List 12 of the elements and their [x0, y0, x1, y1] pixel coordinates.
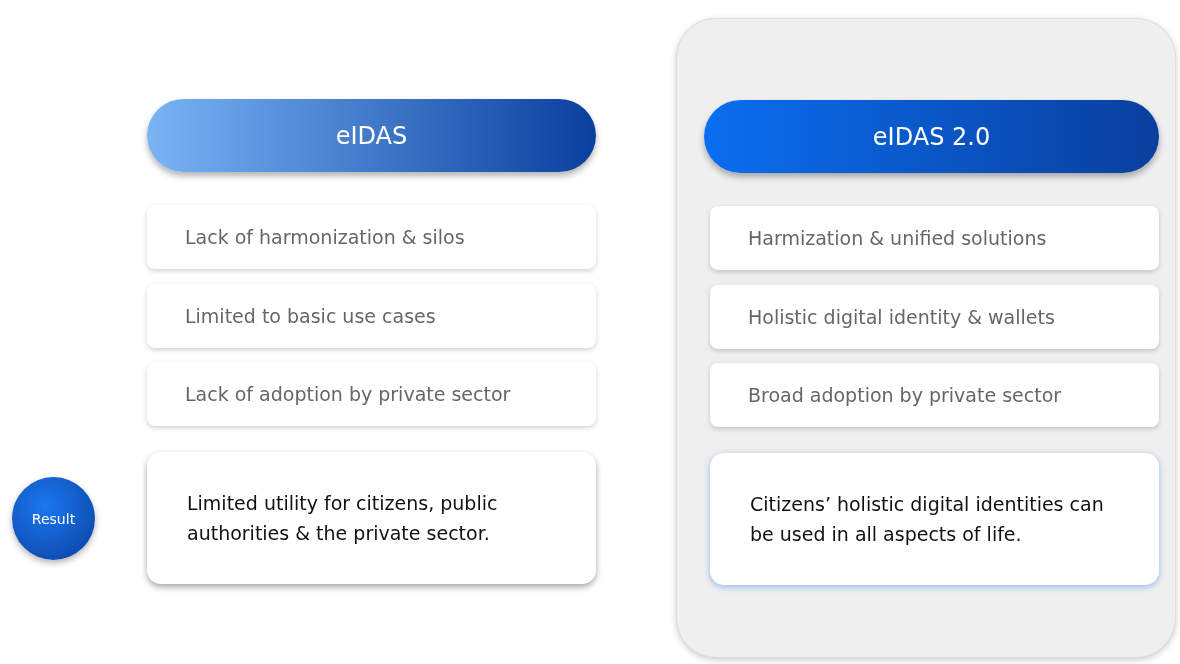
panel-background	[676, 18, 1176, 658]
result-card: Limited utility for citizens, public authorities & the private sector.	[147, 452, 596, 584]
text-card: Broad adoption by private sector	[710, 363, 1159, 427]
text-card: Limited to basic use cases	[147, 284, 596, 348]
result-card: Citizens’ holistic digital identities can be used in all aspects of life.	[710, 453, 1159, 585]
text-card: Lack of harmonization & silos	[147, 205, 596, 269]
result-circle: Result	[12, 477, 95, 560]
text-card: Holistic digital identity & wallets	[710, 285, 1159, 349]
heading-pill: eIDAS 2.0	[704, 100, 1159, 173]
heading-pill: eIDAS	[147, 99, 596, 172]
text-card: Harmization & unified solutions	[710, 206, 1159, 270]
text-card: Lack of adoption by private sector	[147, 362, 596, 426]
